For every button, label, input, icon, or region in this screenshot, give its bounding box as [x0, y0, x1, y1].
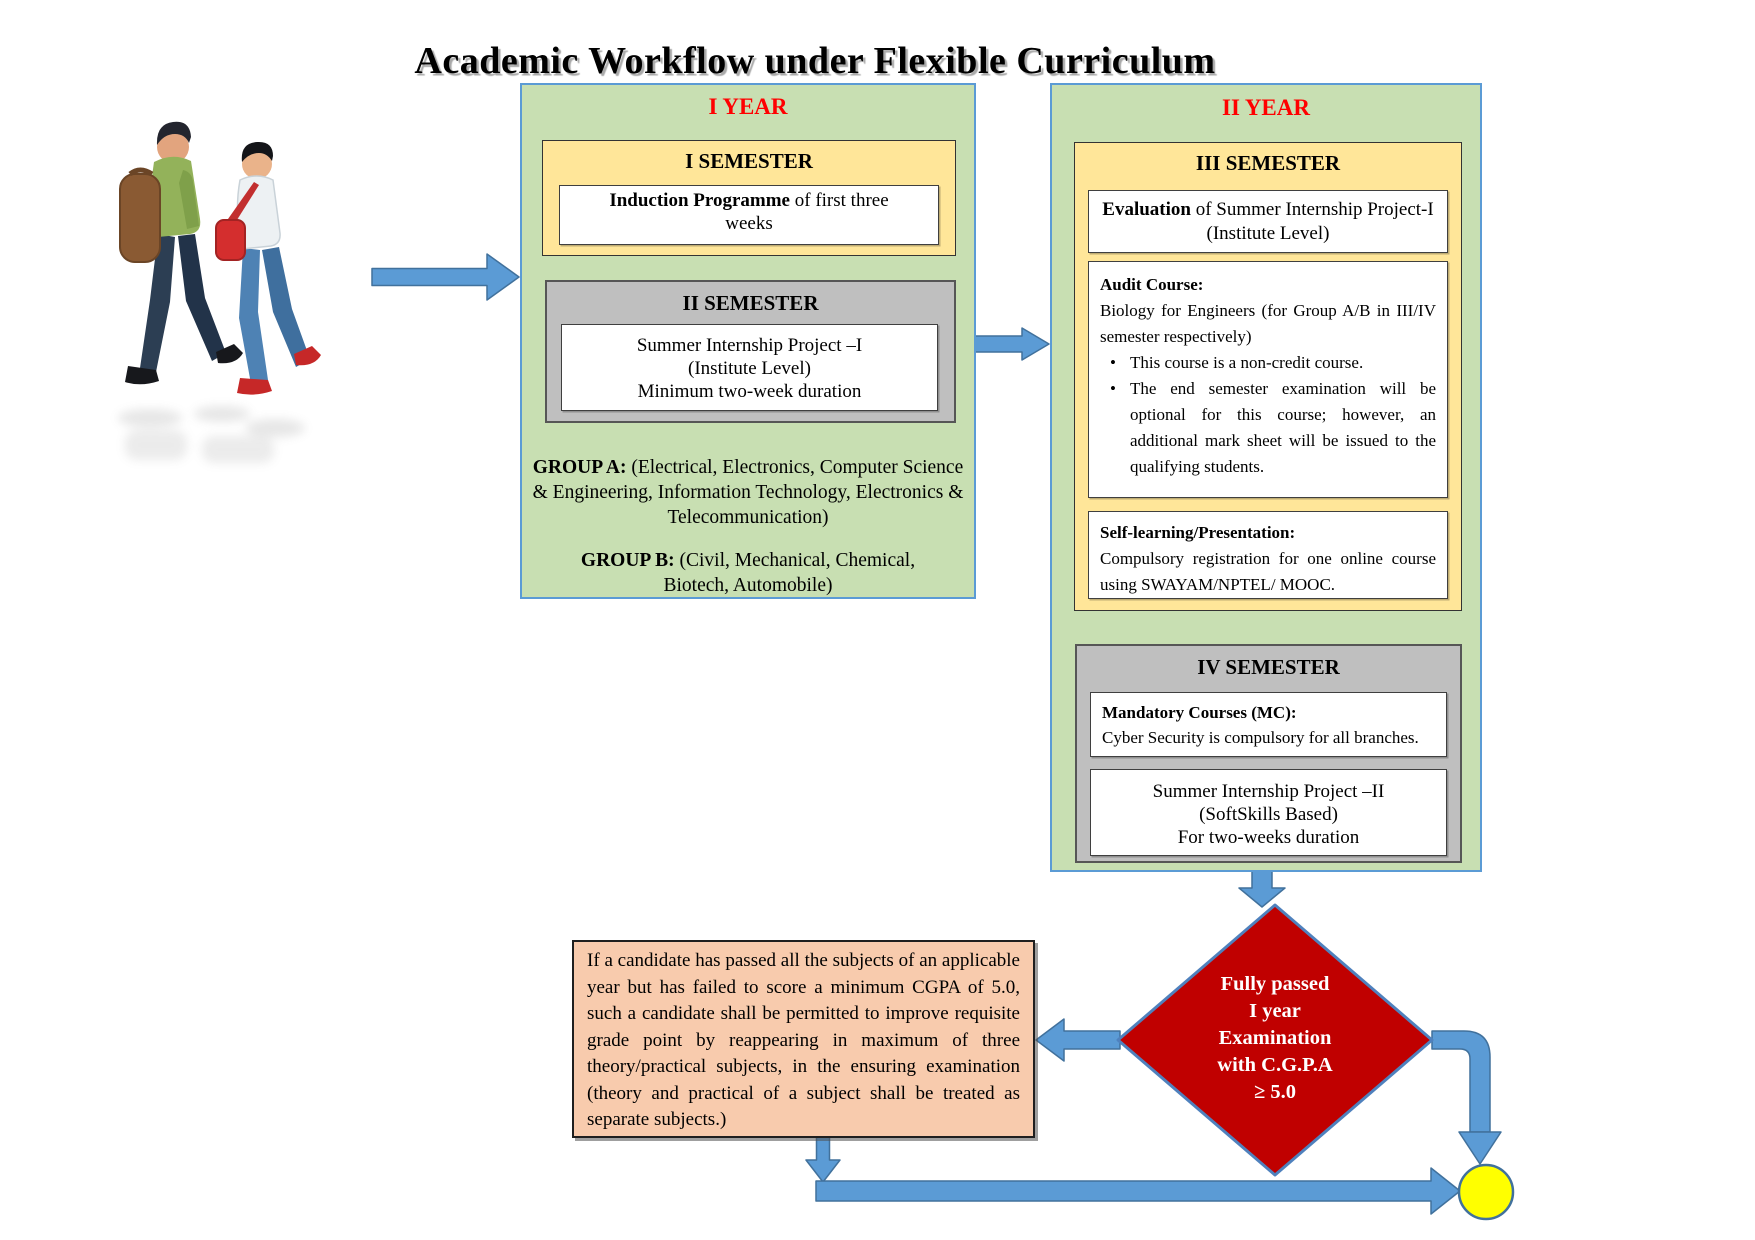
semester2-title: II SEMESTER — [682, 291, 819, 315]
group-a-branches: (Electrical, Electronics, Computer Scien… — [532, 456, 964, 528]
internship2-line: (SoftSkills Based) — [1199, 804, 1338, 825]
evaluation-rest: of Summer Internship Project-I — [1190, 199, 1434, 220]
arrow-diamond-elbow-to-circle — [1431, 1030, 1491, 1133]
self-learning-box: Self-learning/Presentation: Compulsory r… — [1088, 511, 1448, 599]
audit-course-box: Audit Course: Biology for Engineers (for… — [1088, 261, 1448, 498]
semester3-box: III SEMESTER Evaluation of Summer Intern… — [1074, 142, 1462, 611]
semester4-box: IV SEMESTER Mandatory Courses (MC): Cybe… — [1075, 644, 1462, 863]
arrow-students-to-year1 — [371, 253, 520, 301]
arrow-bottom-to-circle — [815, 1167, 1461, 1215]
evaluation-line1: Evaluation of Summer Internship Project-… — [1089, 198, 1447, 222]
audit-bullet-row: • This course is a non-credit course. — [1100, 350, 1436, 376]
audit-bullet-text: This course is a non-credit course. — [1130, 353, 1364, 372]
students-illustration — [118, 121, 321, 463]
decision-line: Fully passed — [1220, 973, 1330, 995]
student-2 — [215, 141, 321, 395]
internship2-line: Summer Internship Project –II — [1152, 781, 1385, 802]
group-a-label: GROUP A: — [532, 456, 627, 478]
group-a-text: GROUP A: (Electrical, Electronics, Compu… — [532, 455, 964, 530]
student-1 — [119, 121, 243, 385]
bullet-icon: • — [1110, 353, 1116, 372]
induction-rest: of first three weeks — [725, 190, 889, 234]
audit-course-intro: Biology for Engineers (for Group A/B in … — [1100, 301, 1436, 346]
induction-text: Induction Programme of first three weeks — [598, 189, 900, 235]
cgpa-note-text: If a candidate has passed all the subjec… — [587, 950, 1020, 1130]
year1-title: I YEAR — [708, 94, 788, 119]
summer-internship2-box: Summer Internship Project –II (SoftSkill… — [1090, 769, 1447, 856]
arrow-note-down — [805, 1135, 841, 1183]
self-learning-body: Compulsory registration for one online c… — [1100, 549, 1436, 594]
arrow-diamond-to-note — [1035, 1018, 1121, 1062]
induction-box: Induction Programme of first three weeks — [559, 185, 939, 245]
decision-line: ≥ 5.0 — [1253, 1081, 1296, 1103]
audit-bullet-row: • The end semester examination will be o… — [1100, 376, 1436, 480]
evaluation-line2: (Institute Level) — [1206, 223, 1330, 244]
decision-diamond-label: Fully passed I year Examination with C.G… — [1172, 971, 1378, 1106]
semester1-box: I SEMESTER Induction Programme of first … — [542, 140, 956, 256]
arrow-year1-to-year2 — [973, 327, 1050, 361]
semester3-title: III SEMESTER — [1195, 151, 1341, 175]
year1-box: I YEAR I SEMESTER Induction Programme of… — [520, 83, 976, 599]
semester4-title: IV SEMESTER — [1197, 655, 1340, 679]
mandatory-body: Cyber Security is compulsory for all bra… — [1102, 728, 1419, 747]
audit-course-heading: Audit Course: — [1100, 275, 1204, 294]
self-learning-heading: Self-learning/Presentation: — [1100, 523, 1296, 542]
decision-line: I year — [1249, 1000, 1301, 1022]
group-b-label: GROUP B: — [580, 549, 675, 571]
group-b-branches: (Civil, Mechanical, Chemical, Biotech, A… — [663, 549, 916, 596]
mandatory-courses-box: Mandatory Courses (MC): Cyber Security i… — [1090, 692, 1447, 757]
semester1-title: I SEMESTER — [685, 149, 813, 173]
year2-box: II YEAR III SEMESTER Evaluation of Summe… — [1050, 83, 1482, 872]
summer-internship1-box: Summer Internship Project –I (Institute … — [561, 324, 938, 411]
terminal-circle — [1457, 1163, 1515, 1221]
internship1-line: Minimum two-week duration — [637, 381, 862, 402]
year2-title: II YEAR — [1222, 95, 1310, 120]
internship1-line: (Institute Level) — [688, 358, 811, 379]
mandatory-heading: Mandatory Courses (MC): — [1102, 703, 1297, 722]
evaluation-bold: Evaluation — [1102, 199, 1191, 220]
bullet-icon: • — [1110, 379, 1116, 398]
cgpa-note-box: If a candidate has passed all the subjec… — [572, 940, 1035, 1138]
evaluation-box: Evaluation of Summer Internship Project-… — [1088, 190, 1448, 253]
group-b-text: GROUP B: (Civil, Mechanical, Chemical, B… — [552, 548, 944, 598]
internship2-line: For two-weeks duration — [1177, 827, 1360, 848]
decision-line: with C.G.P.A — [1217, 1054, 1333, 1076]
induction-bold: Induction Programme — [609, 190, 790, 211]
internship1-line: Summer Internship Project –I — [636, 335, 863, 356]
semester2-box: II SEMESTER Summer Internship Project –I… — [545, 280, 956, 423]
page-title: Academic Workflow under Flexible Curricu… — [414, 40, 1216, 83]
students-reflection — [118, 406, 305, 463]
audit-bullet-text: The end semester examination will be opt… — [1130, 379, 1436, 476]
decision-line: Examination — [1218, 1027, 1332, 1049]
arrow-elbow-head — [1458, 1131, 1502, 1165]
arrow-year2-to-diamond — [1238, 868, 1286, 908]
